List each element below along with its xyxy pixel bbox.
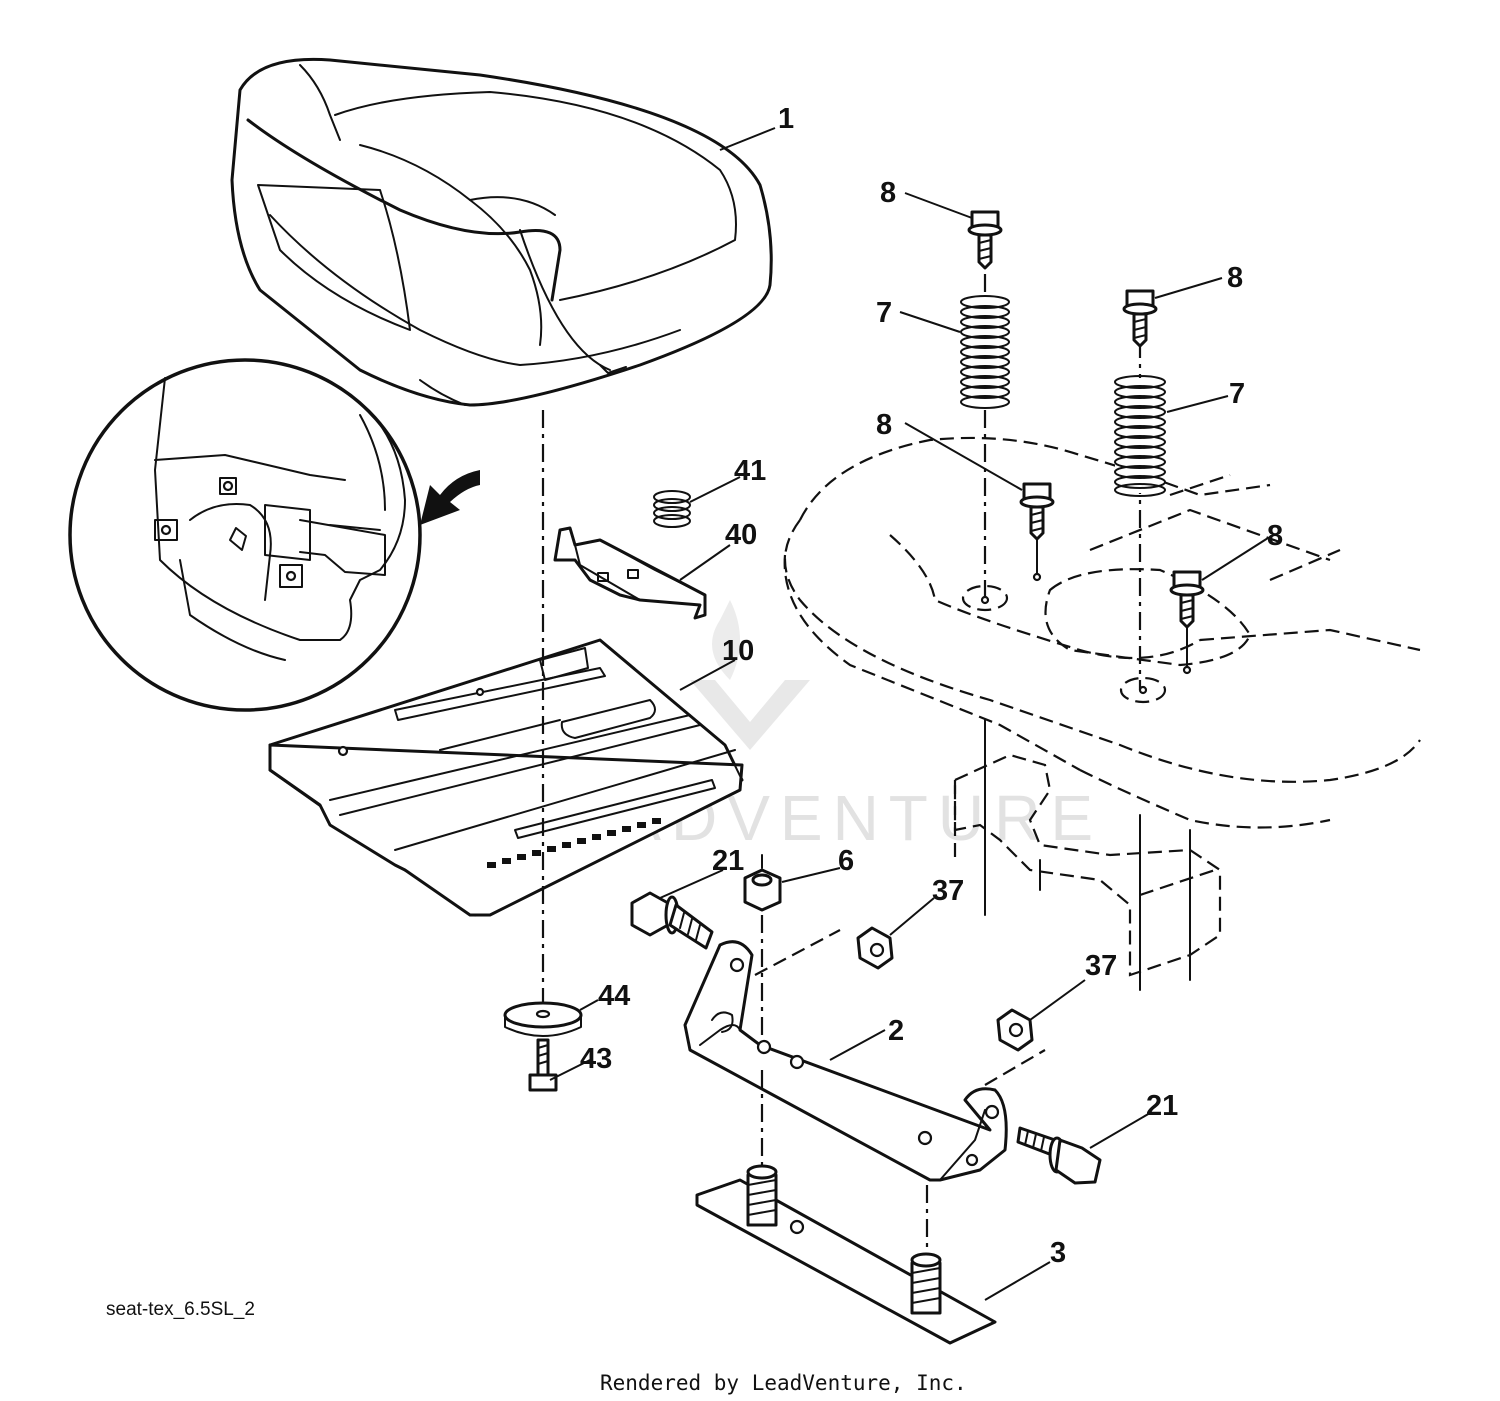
bolt-43-part[interactable] <box>528 1038 558 1092</box>
callout-43: 43 <box>580 1043 612 1075</box>
seat-pan-10-part[interactable] <box>268 638 744 917</box>
callout-8c: 8 <box>876 409 892 441</box>
fender-outline <box>783 436 1421 829</box>
plate-3-part[interactable] <box>695 1164 997 1345</box>
bolt-8b-part[interactable] <box>1122 289 1158 348</box>
leader-lines <box>549 127 1269 1301</box>
nut-6-part[interactable] <box>743 868 782 912</box>
callout-7a: 7 <box>876 297 892 329</box>
callout-6: 6 <box>838 845 854 877</box>
spring-7a-part[interactable] <box>960 295 1010 409</box>
callout-40: 40 <box>725 519 757 551</box>
callouts: 1 8 8 8 8 7 7 41 40 10 21 6 37 37 44 43 … <box>580 103 1283 1269</box>
drawing-code: seat-tex_6.5SL_2 <box>106 1299 255 1320</box>
bolt-21b-part[interactable] <box>1016 1126 1102 1185</box>
spring-41-part[interactable] <box>653 490 691 528</box>
callout-3: 3 <box>1050 1237 1066 1269</box>
nut-37a-assembly-line <box>754 929 841 976</box>
detail-inset <box>68 358 480 712</box>
callout-8a: 8 <box>880 177 896 209</box>
callout-8b: 8 <box>1227 262 1243 294</box>
callout-21a: 21 <box>712 845 744 877</box>
bracket-40-part[interactable] <box>553 526 707 620</box>
nut-37b-part[interactable] <box>996 1008 1034 1052</box>
frame-bracket-outline <box>953 719 1222 991</box>
callout-1: 1 <box>778 103 794 135</box>
slot-row <box>487 818 661 868</box>
spring-7b-part[interactable] <box>1114 375 1166 497</box>
bolt-21a-part[interactable] <box>630 891 714 950</box>
callout-41: 41 <box>734 455 766 487</box>
callout-37b: 37 <box>1085 950 1117 982</box>
bolt-8c-part[interactable] <box>1019 482 1055 541</box>
seat-part[interactable] <box>230 57 773 407</box>
callout-21b: 21 <box>1146 1090 1178 1122</box>
bolt-8a-part[interactable] <box>967 210 1003 270</box>
callout-37a: 37 <box>932 875 964 907</box>
washer-44-part[interactable] <box>503 1001 583 1037</box>
callout-2: 2 <box>888 1015 904 1047</box>
credit-line: Rendered by LeadVenture, Inc. <box>600 1371 967 1395</box>
nut-37b-assembly-line <box>984 1049 1046 1086</box>
callout-10: 10 <box>722 635 754 667</box>
bolt-8d-part[interactable] <box>1169 570 1205 629</box>
callout-7b: 7 <box>1229 378 1245 410</box>
callout-44: 44 <box>598 980 630 1012</box>
callout-8d: 8 <box>1267 520 1283 552</box>
bracket-2-part[interactable] <box>683 940 1008 1182</box>
nut-37a-part[interactable] <box>856 926 894 970</box>
